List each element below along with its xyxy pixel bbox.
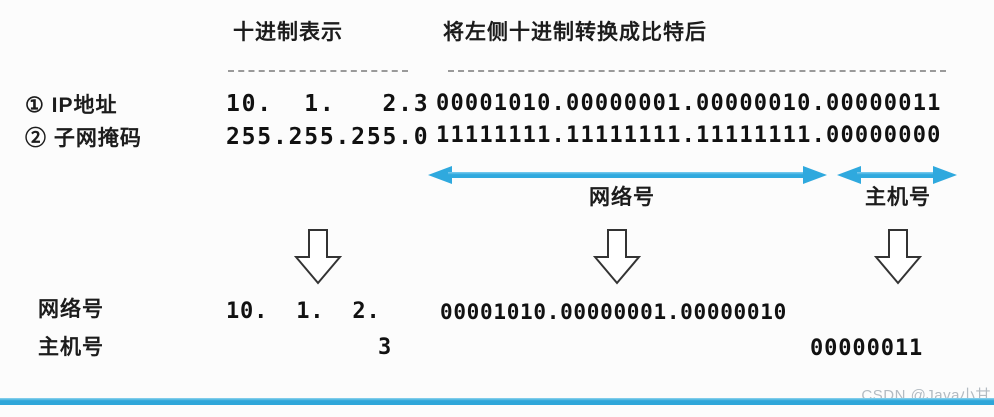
down-arrow-icon	[593, 229, 641, 285]
host-range-label: 主机号	[865, 186, 931, 209]
subnet-mask-binary-value: 11111111.11111111.11111111.00000000	[436, 123, 942, 148]
subnet-mask-decimal-value: 255.255.255.0	[226, 124, 430, 150]
binary-column-header: 将左侧十进制转换成比特后	[443, 21, 707, 44]
arrow-right-head-icon	[933, 166, 957, 184]
network-number-decimal-value: 10. 1. 2.	[226, 299, 381, 324]
decimal-column-dashed-divider	[228, 70, 408, 72]
network-number-binary-value: 00001010.00000001.00000010	[440, 300, 787, 324]
arrow-left-head-icon	[428, 166, 452, 184]
subnet-mask-row-label: ② 子网掩码	[25, 127, 142, 150]
ip-address-decimal-value: 10. 1. 2.3	[226, 91, 430, 117]
down-arrow-icon	[294, 229, 342, 285]
bottom-accent-rule	[0, 398, 994, 405]
arrow-shaft	[857, 172, 937, 178]
host-number-binary-value: 00000011	[810, 336, 924, 361]
ip-address-binary-value: 00001010.00000001.00000010.00000011	[436, 91, 942, 116]
arrow-shaft	[448, 172, 807, 178]
down-arrow-icon	[874, 229, 922, 285]
network-number-result-label: 网络号	[38, 298, 104, 321]
network-range-double-arrow-icon	[428, 166, 827, 184]
arrow-right-head-icon	[803, 166, 827, 184]
ip-address-row-label: ① IP地址	[25, 94, 118, 117]
host-range-double-arrow-icon	[837, 166, 957, 184]
network-range-label: 网络号	[589, 186, 655, 209]
arrow-left-head-icon	[837, 166, 861, 184]
host-number-decimal-value: 3	[378, 335, 393, 360]
host-number-result-label: 主机号	[38, 336, 104, 359]
binary-column-dashed-divider	[448, 70, 946, 72]
decimal-column-header: 十进制表示	[233, 21, 343, 44]
